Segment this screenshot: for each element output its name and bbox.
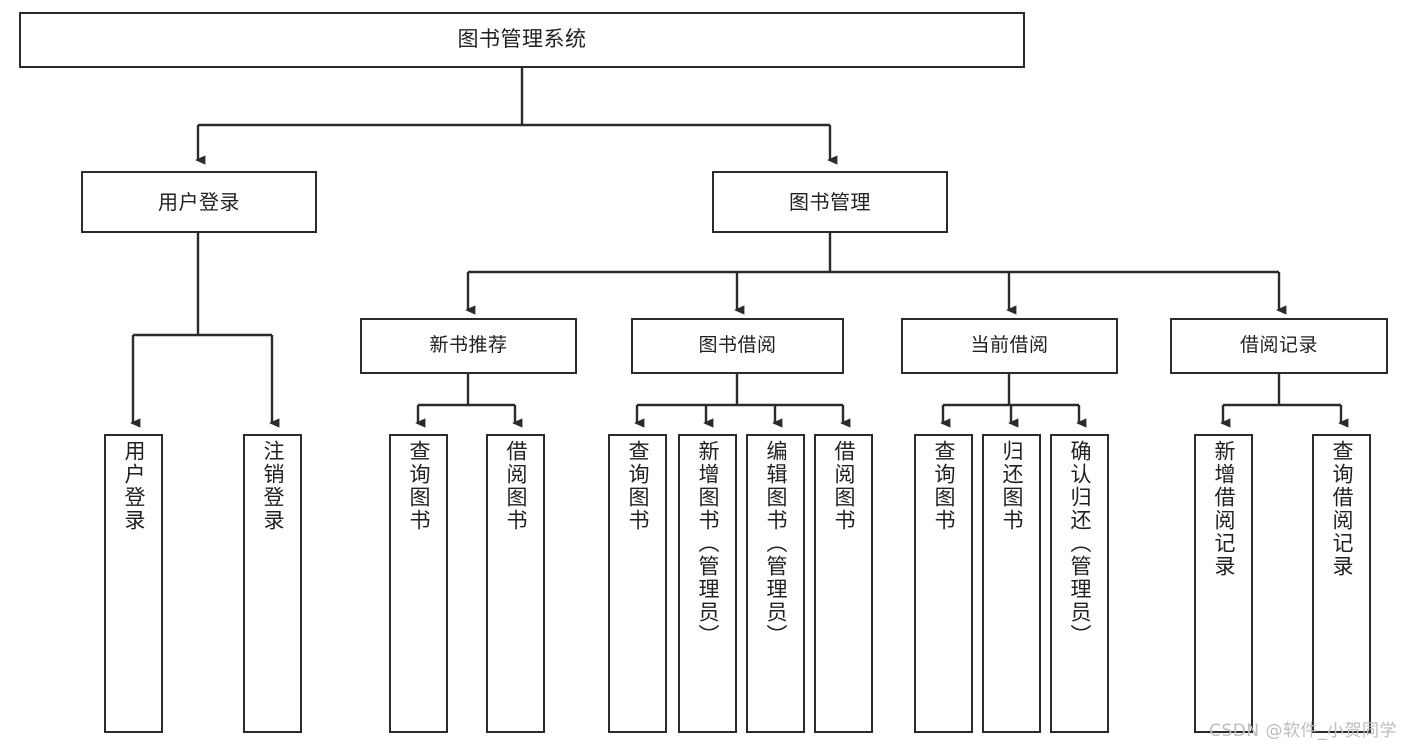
- node-book-management[interactable]: 图书管理: [712, 171, 948, 233]
- node-label: 查询图书: [932, 440, 956, 532]
- edges-root-to-level1: [198, 68, 830, 160]
- edges-bookmgmt-to-level2: [468, 233, 1279, 310]
- node-label: 借阅图书: [832, 440, 856, 532]
- node-label: 用户登录: [158, 189, 240, 214]
- node-label: 借阅记录: [1239, 334, 1318, 357]
- node-label: 图书管理: [789, 189, 871, 214]
- edges-userlogin-to-leaves: [133, 233, 272, 423]
- node-leaf-logout[interactable]: 注销登录: [243, 434, 302, 733]
- node-leaf-query-book-current[interactable]: 查询图书: [914, 434, 973, 733]
- node-label: 查询图书: [407, 440, 431, 532]
- node-user-login[interactable]: 用户登录: [81, 171, 317, 233]
- node-leaf-borrow-book-recommend[interactable]: 借阅图书: [486, 434, 545, 733]
- node-label: 归还图书: [1000, 440, 1024, 532]
- node-leaf-add-book-admin[interactable]: 新增图书（管理员）: [678, 434, 737, 733]
- node-label: 图书管理系统: [457, 27, 587, 52]
- node-root-library-management-system[interactable]: 图书管理系统: [19, 12, 1025, 68]
- node-book-borrowing[interactable]: 图书借阅: [631, 318, 844, 374]
- node-label: 查询借阅记录: [1330, 440, 1354, 578]
- node-label: 新增图书（管理员）: [696, 440, 720, 647]
- node-label: 注销登录: [261, 440, 285, 532]
- node-leaf-user-login[interactable]: 用户登录: [104, 434, 163, 733]
- edges-bookborrow-to-leaves: [637, 374, 843, 423]
- node-leaf-borrow-book[interactable]: 借阅图书: [814, 434, 873, 733]
- node-leaf-confirm-return-admin[interactable]: 确认归还（管理员）: [1050, 434, 1109, 733]
- node-label: 借阅图书: [504, 440, 528, 532]
- node-label: 当前借阅: [970, 334, 1049, 357]
- edges-currentborrow-to-leaves: [943, 374, 1079, 423]
- node-label: 查询图书: [626, 440, 650, 532]
- node-leaf-add-borrow-record[interactable]: 新增借阅记录: [1194, 434, 1253, 733]
- node-leaf-query-book-borrow[interactable]: 查询图书: [608, 434, 667, 733]
- node-leaf-query-borrow-record[interactable]: 查询借阅记录: [1312, 434, 1371, 733]
- node-new-book-recommendation[interactable]: 新书推荐: [360, 318, 577, 374]
- node-borrowing-record[interactable]: 借阅记录: [1170, 318, 1388, 374]
- edges-newbook-to-leaves: [418, 374, 515, 423]
- node-label: 确认归还（管理员）: [1068, 440, 1092, 647]
- node-label: 新增借阅记录: [1212, 440, 1236, 578]
- edges-borrowrecord-to-leaves: [1223, 374, 1341, 423]
- node-label: 编辑图书（管理员）: [764, 440, 788, 647]
- node-label: 用户登录: [122, 440, 146, 532]
- node-label: 图书借阅: [698, 334, 777, 357]
- node-label: 新书推荐: [429, 334, 508, 357]
- node-leaf-edit-book-admin[interactable]: 编辑图书（管理员）: [746, 434, 805, 733]
- node-leaf-return-book[interactable]: 归还图书: [982, 434, 1041, 733]
- node-current-borrowing[interactable]: 当前借阅: [901, 318, 1118, 374]
- node-leaf-query-book-recommend[interactable]: 查询图书: [389, 434, 448, 733]
